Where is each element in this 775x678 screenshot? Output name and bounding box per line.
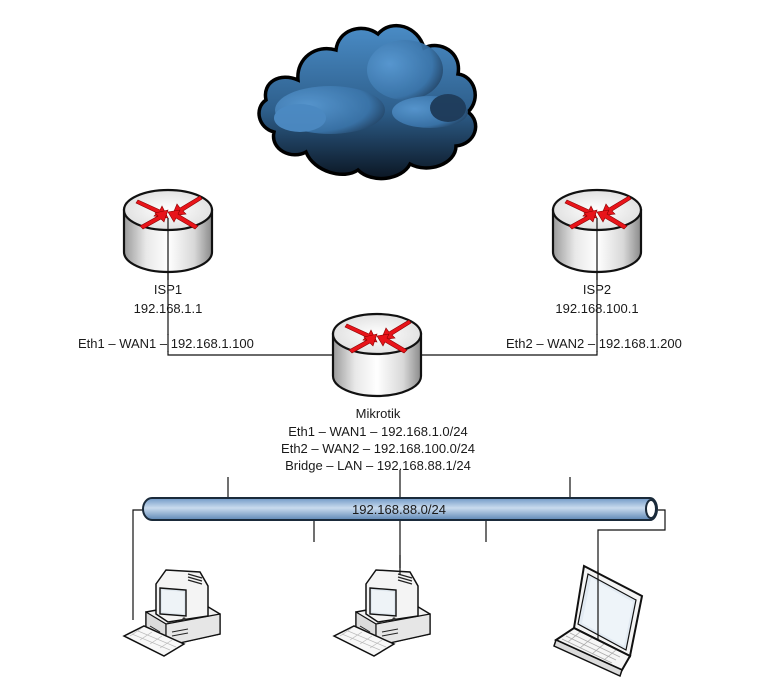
- mikrotik-line-2: Eth2 – WAN2 – 192.168.100.0/24: [281, 441, 475, 456]
- isp2-name: ISP2: [583, 282, 611, 297]
- mikrotik-line-3: Bridge – LAN – 192.168.88.1/24: [285, 458, 471, 473]
- lan-subnet-label: 192.168.88.0/24: [352, 502, 446, 517]
- isp1-ip: 192.168.1.1: [134, 301, 203, 316]
- isp1-router[interactable]: ISP1 192.168.1.1: [122, 188, 214, 316]
- wire-bus-laptop: [597, 509, 666, 600]
- desktop-pc-icon: [333, 569, 431, 657]
- desktop-pc-icon: [123, 569, 221, 657]
- mikrotik-line-1: Eth1 – WAN1 – 192.168.1.0/24: [288, 424, 467, 439]
- internet-cloud-icon: [257, 23, 478, 181]
- isp1-name: ISP1: [154, 282, 182, 297]
- lan-bus: 192.168.88.0/24: [142, 497, 658, 521]
- client-pc-2[interactable]: [333, 569, 431, 657]
- wan1-link-label: Eth1 – WAN1 – 192.168.1.100: [78, 336, 254, 351]
- mikrotik-router[interactable]: Mikrotik Eth1 – WAN1 – 192.168.1.0/24 Et…: [281, 312, 475, 473]
- router-icon: [331, 312, 423, 398]
- client-pc-1[interactable]: [123, 569, 221, 657]
- wan2-link-label: Eth2 – WAN2 – 192.168.1.200: [506, 336, 682, 351]
- wire-bus-pc1: [132, 509, 146, 620]
- isp2-ip: 192.168.100.1: [555, 301, 638, 316]
- mikrotik-name: Mikrotik: [356, 406, 401, 421]
- isp2-router[interactable]: ISP2 192.168.100.1: [551, 188, 643, 316]
